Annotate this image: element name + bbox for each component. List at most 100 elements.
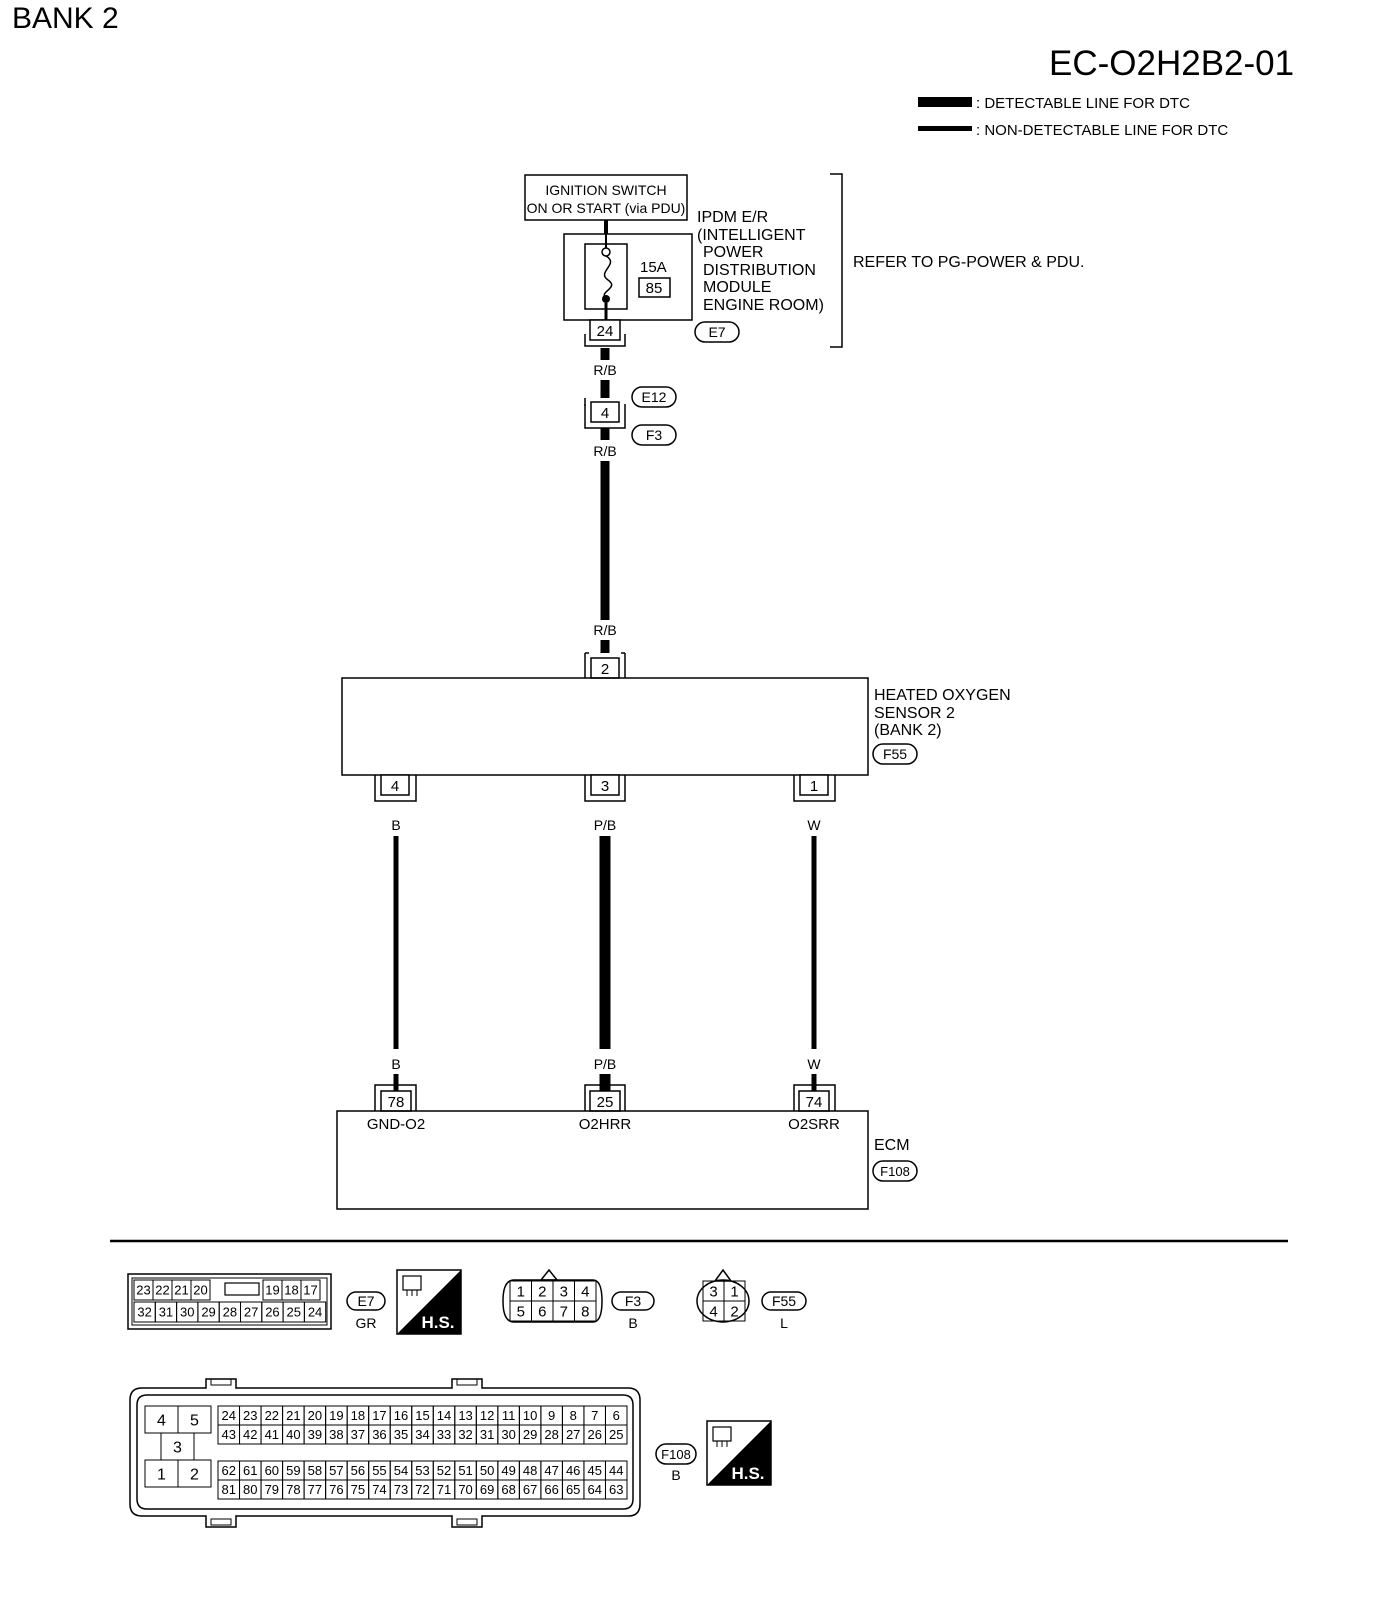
f55-pin-label: 1	[730, 1283, 738, 1300]
f108-pin-label: 76	[329, 1482, 343, 1497]
f108-pin: 7	[583, 1405, 606, 1426]
e7-pin: 21	[171, 1279, 192, 1301]
f108-pin: 71	[432, 1479, 456, 1500]
f108-pin: 70	[454, 1479, 477, 1500]
f108-pin: 33	[432, 1424, 456, 1445]
f108-pin: 6	[604, 1405, 628, 1426]
f108-pin: 38	[325, 1424, 348, 1445]
f108-pin: 2	[177, 1459, 212, 1488]
f108-pin: 23	[239, 1405, 262, 1426]
f108-pin-label: 35	[394, 1427, 408, 1442]
f108-pin-label: 14	[437, 1408, 451, 1423]
f108-pin: 5	[177, 1405, 212, 1434]
f108-pin: 29	[518, 1424, 542, 1445]
f108-pin: 1	[144, 1459, 179, 1488]
f55-face-color: L	[780, 1315, 788, 1331]
e7-connector-face	[127, 1273, 332, 1330]
ignition-switch-line1: IGNITION SWITCH	[545, 182, 666, 198]
f108-pin-label: 12	[480, 1408, 494, 1423]
wire-color-rb-1: R/B	[593, 362, 616, 378]
wire-color-rb-3: R/B	[593, 622, 616, 638]
f3-pin: 5	[509, 1300, 532, 1322]
f108-pin-label: 77	[308, 1482, 322, 1497]
heated-oxygen-sensor-box	[341, 677, 869, 776]
f108-pin-label: 42	[243, 1427, 257, 1442]
f108-pin: 26	[583, 1424, 606, 1445]
f108-face-tag	[655, 1443, 697, 1465]
f108-pin: 50	[475, 1460, 499, 1481]
f108-pin-label: 44	[609, 1463, 623, 1478]
ipdm-box	[563, 233, 693, 321]
ignition-switch-line2: ON OR START (via PDU)	[527, 200, 686, 216]
f108-pin-label: 73	[394, 1482, 408, 1497]
f108-pin: 39	[303, 1424, 327, 1445]
f108-pin-label: 25	[609, 1427, 623, 1442]
wire-color-pb-top: P/B	[594, 817, 617, 833]
f55-pin-label: 4	[709, 1303, 717, 1320]
legend-detectable-text: : DETECTABLE LINE FOR DTC	[976, 95, 1190, 112]
f108-pin: 68	[497, 1479, 520, 1500]
hs-badge-f108: H.S.	[706, 1420, 772, 1486]
f108-pin: 75	[346, 1479, 370, 1500]
f108-pin: 76	[325, 1479, 348, 1500]
f108-pin: 22	[260, 1405, 284, 1426]
wire-color-w-top: W	[807, 817, 821, 833]
f108-face-code: F108	[661, 1447, 691, 1462]
f108-pin: 58	[303, 1460, 327, 1481]
ecm-box	[336, 1110, 869, 1210]
e7-pin: 31	[154, 1301, 178, 1323]
f108-pin-label: 47	[544, 1463, 558, 1478]
f108-pin-label: 20	[308, 1408, 322, 1423]
f108-pin-label: 56	[351, 1463, 365, 1478]
e7-pin-label: 24	[308, 1305, 322, 1320]
f108-pin-label: 17	[372, 1408, 386, 1423]
f108-pin: 51	[454, 1460, 477, 1481]
f108-pin: 67	[518, 1479, 542, 1500]
f3-pin: 2	[531, 1280, 554, 1302]
f108-pin: 60	[260, 1460, 284, 1481]
f108-pin-label: 6	[613, 1408, 620, 1423]
f108-pin: 47	[540, 1460, 563, 1481]
f108-connector-tag	[872, 1160, 918, 1182]
f108-pin-label: 27	[566, 1427, 580, 1442]
f108-pin: 56	[346, 1460, 370, 1481]
f108-pin-label: 5	[190, 1412, 199, 1429]
f108-pin-label: 49	[501, 1463, 515, 1478]
f108-pin-label: 26	[587, 1427, 601, 1442]
f108-pin-label: 62	[222, 1463, 236, 1478]
e7-pin: 18	[281, 1279, 302, 1301]
f108-pin: 9	[540, 1405, 563, 1426]
f108-pin-label: 67	[523, 1482, 537, 1497]
e7-key-slot	[224, 1282, 260, 1296]
joint-terminal-box	[590, 401, 620, 423]
f108-pin: 30	[497, 1424, 520, 1445]
page-title: BANK 2	[12, 2, 119, 35]
f108-pin-label: 32	[458, 1427, 472, 1442]
f108-pin: 78	[282, 1479, 305, 1500]
f108-pin: 3	[160, 1432, 195, 1461]
f108-pin: 16	[389, 1405, 413, 1426]
f108-pin: 25	[604, 1424, 628, 1445]
f108-pin: 8	[561, 1405, 585, 1426]
f108-pin: 40	[282, 1424, 305, 1445]
f108-pin-label: 18	[351, 1408, 365, 1423]
f108-pin-label: 58	[308, 1463, 322, 1478]
fuse-icon	[603, 255, 613, 299]
f108-pin: 61	[239, 1460, 262, 1481]
f108-pin-label: 16	[394, 1408, 408, 1423]
e7-pin-label: 22	[155, 1283, 169, 1298]
f108-pin-label: 7	[591, 1408, 598, 1423]
f108-pin: 31	[475, 1424, 499, 1445]
ecm-terminal-25: 25	[597, 1094, 614, 1111]
f108-pin: 80	[239, 1479, 262, 1500]
f3-pin-label: 1	[517, 1283, 525, 1300]
e7-pin: 28	[218, 1301, 241, 1323]
e7-pin: 23	[133, 1279, 154, 1301]
f55-pin: 2	[723, 1300, 746, 1322]
f108-pin: 57	[325, 1460, 348, 1481]
f108-pin-label: 78	[286, 1482, 300, 1497]
ecm-signal-gnd-o2: GND-O2	[367, 1116, 425, 1133]
f108-pin: 62	[217, 1460, 241, 1481]
f108-pin-label: 38	[329, 1427, 343, 1442]
